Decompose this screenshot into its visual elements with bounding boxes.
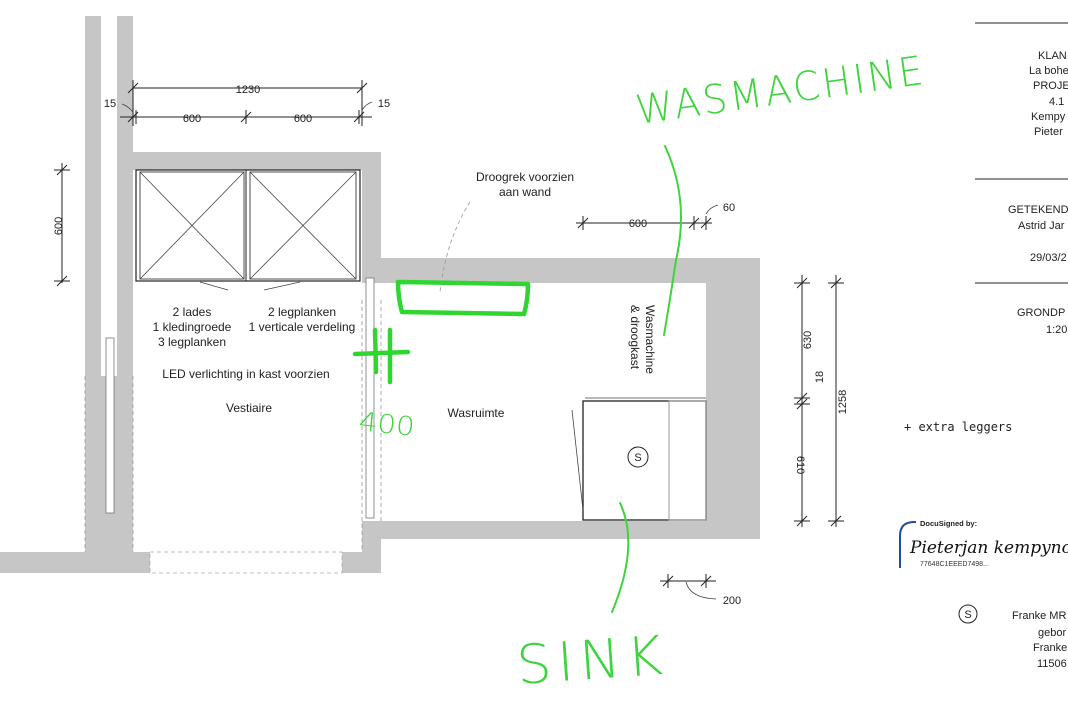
handwritten-annotations: WASMACHINE SINK 400 <box>352 48 929 697</box>
openings <box>84 16 382 574</box>
handwriting-sink: SINK <box>515 624 671 697</box>
dimension-lines <box>54 80 844 600</box>
client-heading: KLAN <box>1038 50 1067 62</box>
dimension-texts: 1230 600 600 15 15 600 600 60 630 18 610… <box>53 84 849 607</box>
legend-line-1: Franke MR <box>1012 610 1066 622</box>
client-line-1: La bohe <box>1029 65 1068 77</box>
led-note: LED verlichting in kast voorzien <box>162 367 329 381</box>
dim-laundry-width: 600 <box>629 218 647 230</box>
dim-right-end: 15 <box>378 98 390 110</box>
client-line-3: 4.1 <box>1049 96 1064 108</box>
legend-line-2: gebor <box>1038 627 1066 639</box>
dim-left-end: 15 <box>104 98 116 110</box>
dim-laundry-gap: 60 <box>723 202 735 214</box>
drying-rack-line-1: Droogrek voorzien <box>476 170 574 184</box>
docusign-name: Pieterjan kempynck <box>909 538 1068 558</box>
wardrobe-cabinets <box>135 169 361 291</box>
left-cabinet-note-1: 2 lades <box>173 305 212 319</box>
docusign-signature: DocuSigned by: Pieterjan kempynck 77648C… <box>899 519 1068 568</box>
legend-line-3: Franke <box>1033 642 1067 654</box>
washer-cabinet-line-2: & droogkast <box>628 305 642 370</box>
title-block: KLAN La bohe PROJE 4.1 Kempy Pieter GETE… <box>975 22 1068 336</box>
extra-note: + extra leggers <box>904 420 1012 434</box>
dim-cabinet-depth: 600 <box>53 217 65 235</box>
dim-lower-section: 610 <box>794 456 806 474</box>
dim-gap: 18 <box>814 371 826 383</box>
client-line-5: Pieter <box>1034 126 1063 138</box>
client-line-4: Kempy <box>1031 111 1066 123</box>
dim-upper-section: 630 <box>802 331 814 349</box>
drawn-by: Astrid Jar <box>1018 220 1065 232</box>
dim-total-width: 1230 <box>236 84 260 96</box>
legend-line-4: 11506 <box>1037 658 1067 670</box>
docusign-id: 77648C1EEED7498... <box>920 561 989 568</box>
docusign-label: DocuSigned by: <box>920 519 977 528</box>
right-cabinet-note-2: 1 verticale verdeling <box>249 320 356 334</box>
handwriting-400: 400 <box>357 407 416 443</box>
sink-symbol: S <box>634 452 641 464</box>
sink-symbol-circle <box>627 446 649 468</box>
drying-rack-line-2: aan wand <box>499 185 551 199</box>
left-cabinet-note-2: 1 kledingroede <box>153 320 232 334</box>
sink-cabinet: S <box>571 397 707 521</box>
washer-cabinet-line-1: Wasmachine <box>643 305 657 374</box>
room-wasruimte: Wasruimte <box>448 406 505 420</box>
dim-right-module: 600 <box>294 113 312 125</box>
client-line-2: PROJE <box>1033 80 1068 92</box>
plan-heading: GRONDP <box>1017 307 1065 319</box>
dim-total-height: 1258 <box>837 390 849 414</box>
legend-sink-symbol: S <box>964 609 971 621</box>
right-cabinet-note-1: 2 legplanken <box>268 305 336 319</box>
left-cabinet-note-3: 3 legplanken <box>158 335 226 349</box>
dim-left-module: 600 <box>183 113 201 125</box>
room-vestiaire: Vestiaire <box>226 401 272 415</box>
plan-scale: 1:20 <box>1046 324 1067 336</box>
room-labels: Droogrek voorzien aan wand 2 lades 1 kle… <box>153 170 1013 434</box>
dim-bottom-offset: 200 <box>723 595 741 607</box>
drawn-date: 29/03/2 <box>1030 252 1067 264</box>
handwriting-wasmachine: WASMACHINE <box>633 48 929 134</box>
legend-sink-circle <box>958 604 978 624</box>
legend: S Franke MR gebor Franke 11506 <box>958 604 1067 670</box>
drawn-heading: GETEKEND <box>1008 204 1068 216</box>
